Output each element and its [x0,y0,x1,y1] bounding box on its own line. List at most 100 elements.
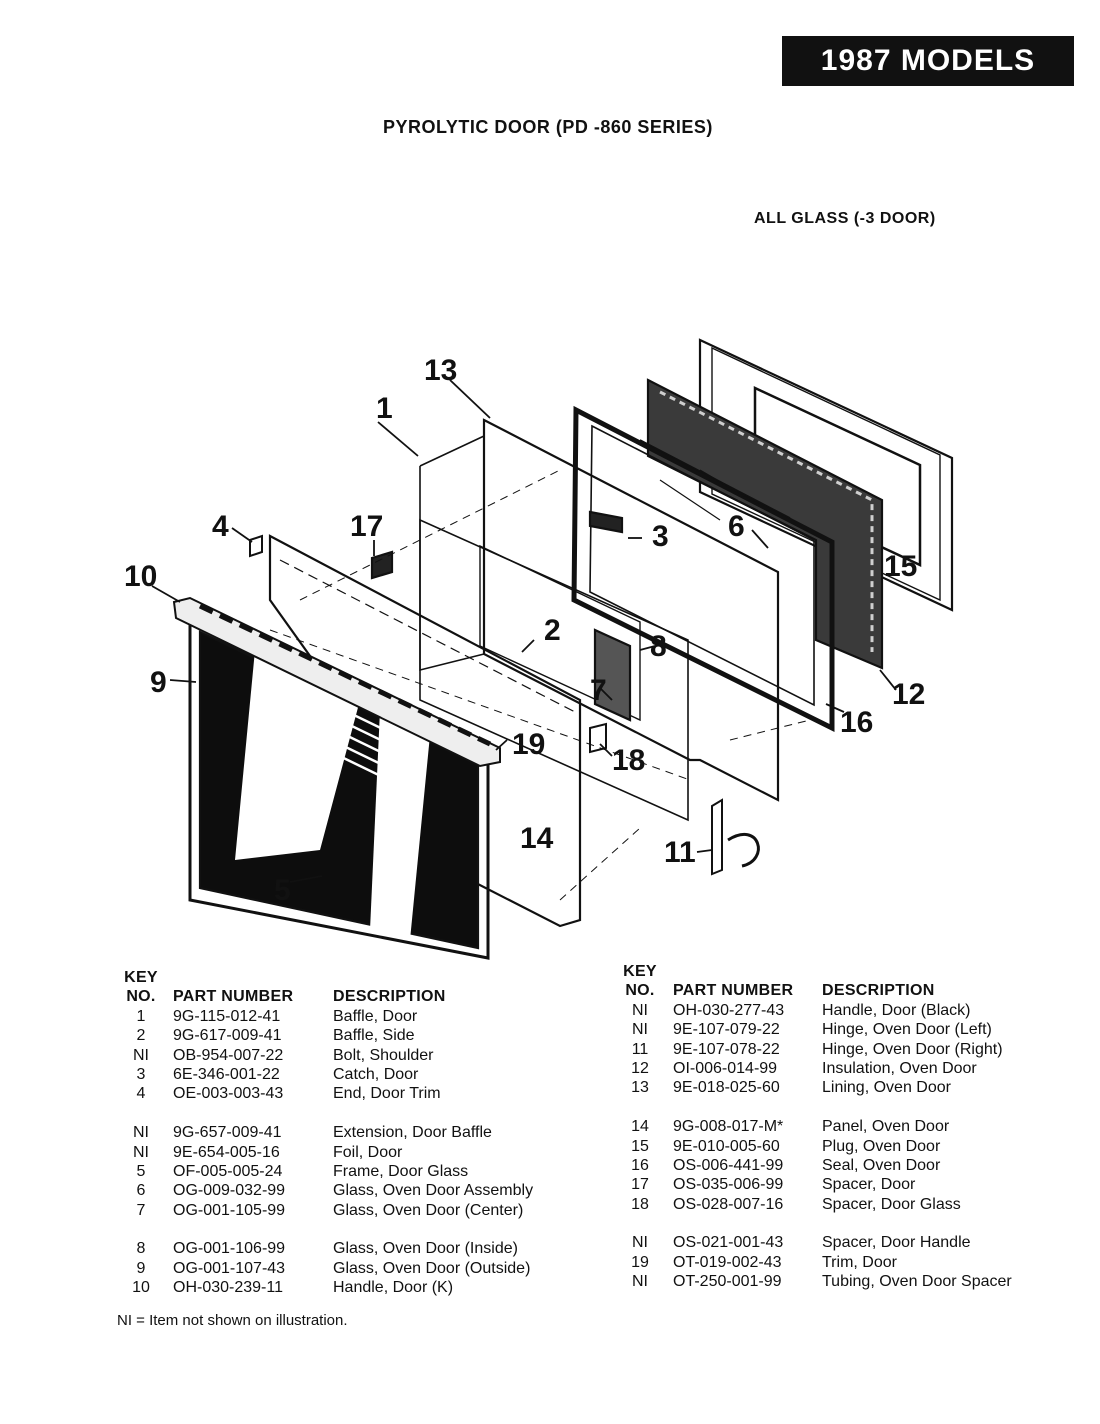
cell-key-no: 3 [136,1065,146,1083]
cell-key-no: 16 [631,1156,649,1174]
cell-description: Spacer, Door [822,1176,916,1194]
cell-description: Baffle, Door [333,1007,418,1025]
table-row: NI 9E-107-079-22 Hinge, Oven Door (Left) [618,1020,1058,1039]
cell-description: Frame, Door Glass [333,1162,469,1180]
models-year-badge: 1987 MODELS [782,36,1074,86]
cell-part-number: OB-954-007-22 [173,1046,284,1064]
cell-description: Tubing, Oven Door Spacer [822,1273,1012,1291]
cell-key-no: NI [632,1234,648,1252]
table-row: 18 OS-028-007-16 Spacer, Door Glass [618,1195,1058,1214]
callout-14: 14 [520,822,554,855]
cell-part-number: OT-250-001-99 [673,1273,782,1291]
cell-key-no: 18 [631,1195,649,1213]
part-insulation-shape [646,378,884,670]
cell-key-no: 9 [136,1259,146,1277]
cell-part-number: 6E-346-001-22 [173,1065,280,1083]
cell-part-number: 9E-107-079-22 [673,1021,780,1039]
cell-part-number: 9G-617-009-41 [173,1027,282,1045]
callout-16: 16 [840,706,873,739]
cell-description: Handle, Door (Black) [822,1001,971,1019]
callout-15: 15 [884,550,917,583]
cell-description: Glass, Oven Door Assembly [333,1182,534,1200]
cell-description: Spacer, Door Handle [822,1234,971,1252]
cell-key-no: 13 [631,1079,649,1097]
cell-key-no: NI [133,1143,149,1161]
callout-8: 8 [650,630,667,663]
cell-key-no: 1 [136,1007,146,1025]
cell-description: Insulation, Oven Door [822,1059,977,1077]
part-seal-shape [571,405,835,733]
callout-13: 13 [424,354,457,387]
cell-description: Spacer, Door Glass [822,1195,961,1213]
cell-key-no: 12 [631,1059,649,1077]
cell-part-number: 9E-010-005-60 [673,1137,780,1155]
cell-part-number: OS-006-441-99 [673,1156,784,1174]
cell-key-no: 15 [631,1137,649,1155]
part-handle-shape [172,596,501,768]
cell-part-number: OE-003-003-43 [173,1085,284,1103]
cell-description: Hinge, Oven Door (Left) [822,1021,992,1039]
cell-part-number: OS-035-006-99 [673,1176,784,1194]
callout-1: 1 [376,392,393,425]
exploded-door-diagram: 1 2 3 4 5 6 7 8 9 10 11 12 13 14 15 16 1… [124,338,954,960]
cell-key-no: NI [632,1001,648,1019]
cell-part-number: 9E-654-005-16 [173,1143,280,1161]
cell-description: Glass, Oven Door (Inside) [333,1240,518,1258]
callout-5: 5 [274,874,291,907]
table-row: 19 OT-019-002-43 Trim, Door [618,1253,1058,1272]
cell-description: Baffle, Side [333,1027,415,1045]
cell-key-no: 5 [136,1162,146,1180]
header-key: KEY [623,963,657,980]
cell-part-number: OF-005-005-24 [173,1162,283,1180]
header-key: KEY [124,969,158,986]
cell-part-number: 9E-107-078-22 [673,1040,780,1058]
cell-part-number: OG-001-107-43 [173,1259,286,1277]
cell-key-no: 8 [136,1240,146,1258]
callout-12: 12 [892,678,925,711]
cell-part-number: OS-028-007-16 [673,1195,784,1213]
callout-17: 17 [350,510,383,543]
cell-description: Seal, Oven Door [822,1156,941,1174]
cell-description: Handle, Door (K) [333,1279,454,1297]
cell-part-number: OS-021-001-43 [673,1234,784,1252]
table-row: 12 OI-006-014-99 Insulation, Oven Door [618,1059,1058,1078]
cell-description: Panel, Oven Door [822,1118,950,1136]
header-part-number: PART NUMBER [673,982,794,1000]
page-title: PYROLYTIC DOOR (PD -860 SERIES) [383,117,713,137]
cell-description: Trim, Door [822,1253,897,1271]
cell-key-no: NI [133,1046,149,1064]
callout-19: 19 [512,728,545,761]
table-row: 16 OS-006-441-99 Seal, Oven Door [618,1156,1058,1175]
table-row: 5 OF-005-005-24 Frame, Door Glass [117,1162,577,1181]
table-row: 17 OS-035-006-99 Spacer, Door [618,1175,1058,1194]
callout-11: 11 [664,836,696,869]
cell-key-no: NI [632,1021,648,1039]
cell-part-number: OG-009-032-99 [173,1182,286,1200]
cell-key-no: 11 [631,1040,649,1058]
footnote: NI = Item not shown on illustration. [117,1312,348,1329]
header-no: NO. [126,988,156,1006]
callout-18: 18 [612,744,645,777]
cell-key-no: 7 [136,1201,146,1219]
header-description: DESCRIPTION [333,988,446,1006]
cell-part-number: OT-019-002-43 [673,1253,782,1271]
cell-part-number: OI-006-014-99 [673,1059,778,1077]
header-description: DESCRIPTION [822,982,935,1000]
cell-key-no: 17 [631,1176,649,1194]
cell-key-no: 19 [631,1253,649,1271]
